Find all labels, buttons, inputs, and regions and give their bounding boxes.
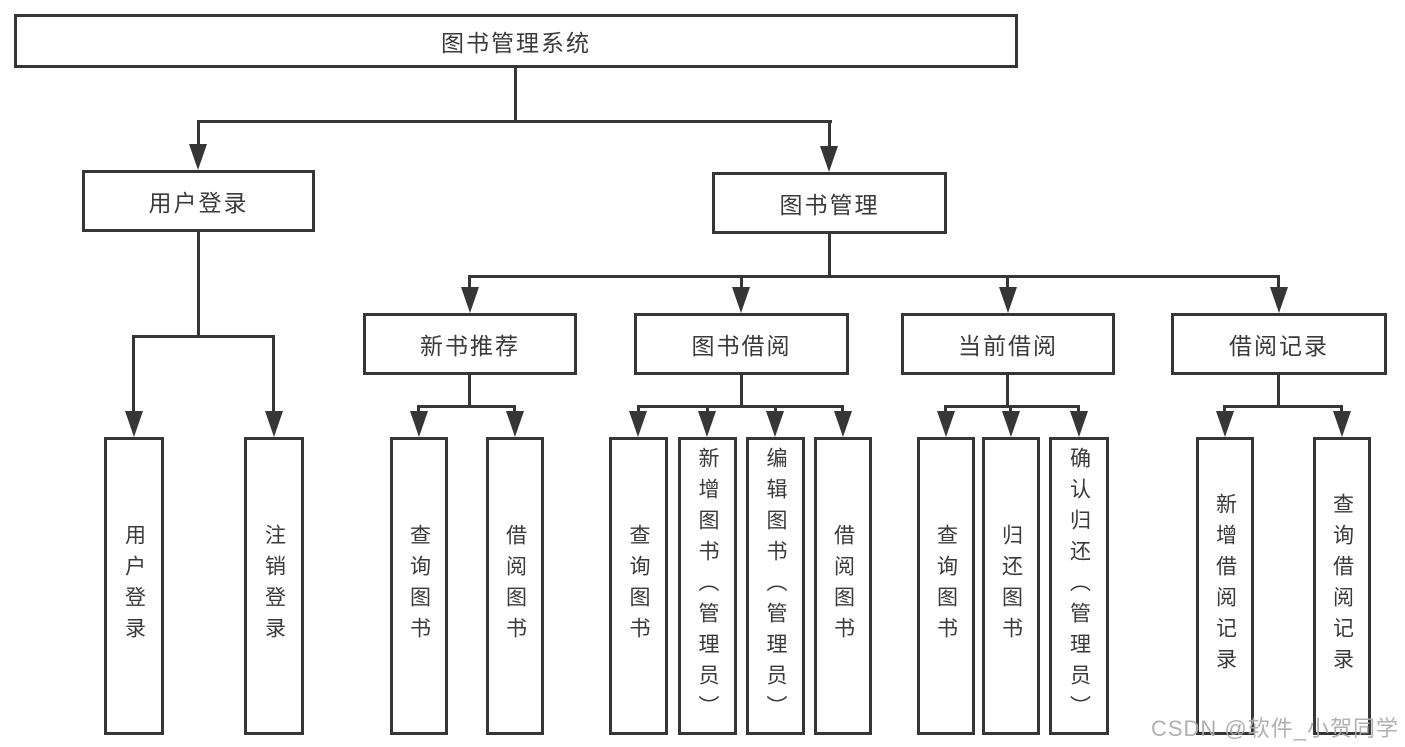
leaf-label: 确认归还（管理员） — [1067, 446, 1091, 726]
leaf-label: 查询图书 — [407, 524, 431, 648]
connector-line — [1009, 405, 1012, 415]
arrow-down-icon — [1333, 411, 1351, 437]
arrow-down-icon — [732, 287, 750, 313]
node-user-login: 用户登录 — [82, 170, 315, 232]
node-current-borrowing: 当前借阅 — [901, 313, 1115, 375]
connector-line — [417, 405, 420, 415]
leaf-borrow-book-recommend: 借阅图书 — [486, 437, 544, 735]
connector-line — [468, 275, 1279, 278]
arrow-down-icon — [698, 411, 716, 437]
arrow-down-icon — [410, 411, 428, 437]
connector-line — [637, 405, 640, 415]
arrow-down-icon — [999, 287, 1017, 313]
connector-line — [740, 275, 743, 289]
connector-line — [740, 375, 743, 405]
leaf-label: 借阅图书 — [503, 524, 527, 648]
leaf-borrow-book: 借阅图书 — [814, 437, 872, 735]
leaf-label: 借阅图书 — [831, 524, 855, 648]
leaf-return-book: 归还图书 — [982, 437, 1040, 735]
connector-line — [828, 120, 831, 148]
leaf-label: 新增图书（管理员） — [696, 446, 719, 726]
connector-line — [774, 405, 777, 415]
leaf-label: 查询图书 — [934, 524, 958, 648]
connector-line — [513, 405, 516, 415]
arrow-down-icon — [820, 146, 838, 172]
leaf-query-book-current: 查询图书 — [917, 437, 975, 735]
arrow-down-icon — [937, 411, 955, 437]
arrow-down-icon — [189, 144, 207, 170]
connector-line — [197, 232, 200, 335]
arrow-down-icon — [125, 411, 143, 437]
connector-line — [132, 335, 274, 338]
arrow-down-icon — [766, 411, 784, 437]
arrow-down-icon — [1216, 411, 1234, 437]
connector-line — [841, 405, 844, 415]
connector-line — [706, 405, 709, 415]
connector-line — [1006, 275, 1009, 289]
connector-line — [468, 375, 471, 405]
node-new-book-recommendation: 新书推荐 — [363, 313, 577, 375]
connector-line — [197, 120, 200, 148]
csdn-watermark: CSDN @软件_小贺同学 — [1150, 716, 1399, 741]
arrow-down-icon — [629, 411, 647, 437]
connector-line — [637, 405, 844, 408]
leaf-label: 查询图书 — [627, 524, 650, 648]
connector-line — [944, 405, 1080, 408]
node-borrowing-records: 借阅记录 — [1171, 313, 1387, 375]
connector-line — [197, 120, 832, 123]
connector-line — [417, 405, 516, 408]
connector-line — [132, 335, 135, 413]
arrow-down-icon — [1070, 411, 1088, 437]
arrow-down-icon — [265, 411, 283, 437]
leaf-label: 编辑图书（管理员） — [764, 446, 787, 726]
node-root-library-system: 图书管理系统 — [14, 14, 1018, 68]
arrow-down-icon — [834, 411, 852, 437]
node-book-management: 图书管理 — [712, 172, 947, 234]
connector-line — [468, 275, 471, 289]
connector-line — [1223, 405, 1226, 415]
leaf-add-book-admin: 新增图书（管理员） — [678, 437, 737, 735]
connector-line — [828, 234, 831, 275]
leaf-query-book-recommend: 查询图书 — [390, 437, 448, 735]
leaf-label: 归还图书 — [999, 524, 1023, 648]
leaf-label: 注销登录 — [262, 524, 286, 648]
leaf-label: 新增借阅记录 — [1213, 493, 1237, 679]
connector-line — [1340, 405, 1343, 415]
leaf-logout: 注销登录 — [244, 437, 304, 735]
arrow-down-icon — [1270, 287, 1288, 313]
arrow-down-icon — [506, 411, 524, 437]
leaf-query-borrow-record: 查询借阅记录 — [1313, 437, 1371, 735]
leaf-edit-book-admin: 编辑图书（管理员） — [746, 437, 805, 735]
connector-line — [272, 335, 275, 413]
connector-line — [1277, 375, 1280, 405]
leaf-query-book-borrowing: 查询图书 — [609, 437, 668, 735]
leaf-user-login: 用户登录 — [104, 437, 164, 735]
leaf-confirm-return-admin: 确认归还（管理员） — [1049, 437, 1109, 735]
leaf-label: 查询借阅记录 — [1330, 493, 1354, 679]
node-book-borrowing: 图书借阅 — [634, 313, 849, 375]
connector-line — [1077, 405, 1080, 415]
arrow-down-icon — [1002, 411, 1020, 437]
connector-line — [944, 405, 947, 415]
connector-line — [1277, 275, 1280, 289]
leaf-label: 用户登录 — [122, 524, 146, 648]
connector-line — [514, 67, 517, 120]
arrow-down-icon — [461, 287, 479, 313]
connector-line — [1223, 405, 1343, 408]
leaf-add-borrow-record: 新增借阅记录 — [1196, 437, 1254, 735]
connector-line — [1006, 375, 1009, 405]
